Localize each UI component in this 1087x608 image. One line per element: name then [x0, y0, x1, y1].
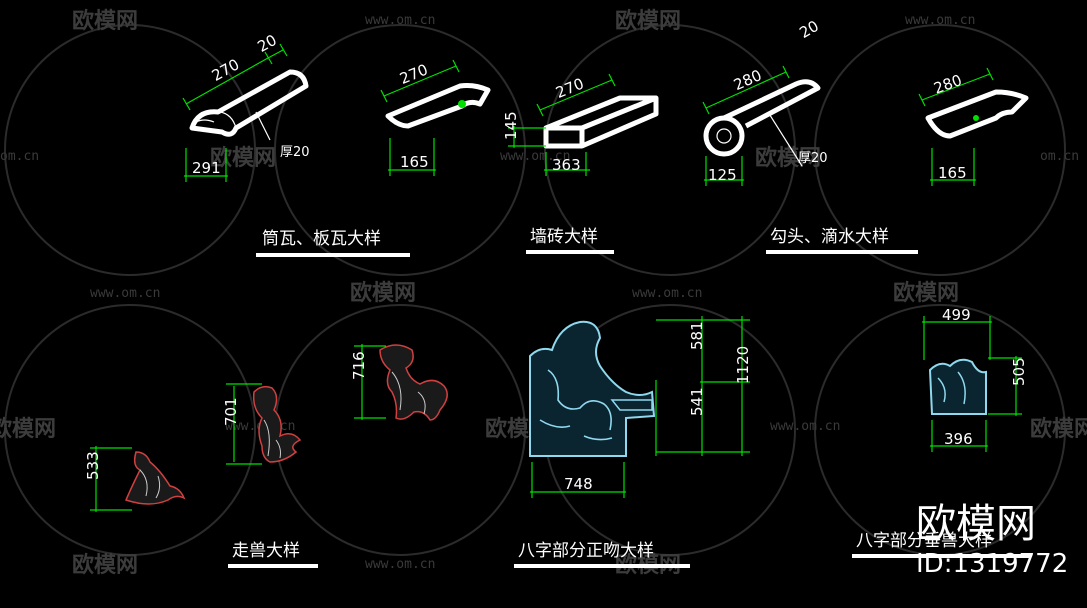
tile2-drawing: 270 165: [380, 59, 491, 176]
drip-width-label: 165: [938, 164, 967, 182]
eave-width-label: 125: [708, 166, 737, 184]
row2-captions: 走兽大样 八字部分正吻大样 八字部分垂兽大样: [228, 531, 1030, 568]
brand-logo-text: 欧模网: [916, 501, 1036, 547]
brick-width-label: 363: [552, 156, 581, 174]
eave-thickness-label: 20: [796, 17, 822, 42]
caption-ridge-front: 八字部分正吻大样: [518, 541, 654, 561]
ridge-front-width-label: 748: [564, 475, 593, 493]
tile1-length-label: 270: [209, 55, 243, 85]
ridge-side-top-width-label: 499: [942, 306, 971, 324]
watermark-brand: 欧模网: [615, 8, 681, 34]
brick-height-label: 145: [502, 111, 520, 140]
caption-eave: 勾头、滴水大样: [770, 227, 889, 247]
beast1-height-label: 533: [84, 451, 102, 480]
watermark-brand: 欧模网: [1030, 416, 1087, 442]
eave-length-label: 280: [731, 66, 764, 94]
ridge-side-drawing: 499 505 396: [922, 306, 1028, 452]
watermark-brand: 欧模网: [893, 280, 959, 306]
drip-length-label: 280: [931, 71, 964, 98]
watermark-site: www.om.cn: [90, 286, 160, 301]
ridge-front-drawing: 581 541 1120 748: [529, 316, 752, 498]
watermark-site: www.om.cn: [905, 13, 975, 28]
beast3-drawing: 716: [350, 344, 448, 421]
brick-length-label: 270: [553, 74, 586, 101]
watermark-site: www.om.cn: [770, 419, 840, 434]
watermark-circles: [4, 24, 1066, 556]
watermark-brand: 欧模网: [72, 552, 138, 578]
watermark-brand: 欧模网: [72, 8, 138, 34]
tile2-width-label: 165: [400, 153, 429, 171]
brand-id-text: ID:1319772: [916, 549, 1068, 579]
tile1-thickness-label: 20: [254, 31, 279, 56]
watermark-site: www.om.cn: [500, 149, 570, 164]
beast1-drawing: 533: [84, 446, 186, 512]
tile2-length-label: 270: [397, 60, 430, 87]
ridge-front-upper-height-label: 581: [688, 321, 706, 350]
watermark-brand: 欧模网: [350, 280, 416, 306]
brand-corner: 欧模网 ID:1319772: [916, 501, 1068, 579]
watermark-brand: 欧模网: [210, 145, 276, 171]
caption-brick: 墙砖大样: [530, 227, 598, 247]
watermark-brand: 欧模网: [755, 145, 821, 171]
ridge-front-total-height-label: 1120: [734, 346, 752, 384]
beast2-drawing: 701: [222, 383, 302, 465]
ridge-side-height-label: 505: [1010, 357, 1028, 386]
ridge-side-bottom-width-label: 396: [944, 430, 973, 448]
watermark-brand: 欧模网: [0, 416, 56, 442]
caption-ridge-side: 八字部分垂兽大样: [856, 531, 992, 551]
caption-beast: 走兽大样: [232, 541, 300, 561]
beast3-height-label: 716: [350, 351, 368, 380]
tile1-width-label: 291: [192, 159, 221, 177]
ridge-front-lower-height-label: 541: [688, 387, 706, 416]
watermark-site: www.om.cn: [365, 13, 435, 28]
watermark-site: www.om.cn: [365, 557, 435, 572]
beast2-height-label: 701: [222, 397, 240, 426]
tile1-depth-label: 厚20: [280, 145, 310, 160]
row1-captions: 筒瓦、板瓦大样 墙砖大样 勾头、滴水大样: [256, 227, 918, 257]
watermark-domain: om.cn: [1040, 149, 1079, 164]
eave-depth-label: 厚20: [798, 151, 828, 166]
watermark-site: www.om.cn: [632, 286, 702, 301]
watermark-domain: om.cn: [0, 149, 39, 164]
watermark-texts: 欧模网 www.om.cn 欧模网 www.om.cn om.cn 欧模网 ww…: [0, 8, 1087, 578]
caption-tiles: 筒瓦、板瓦大样: [262, 229, 381, 249]
drip-drawing: 280 165: [918, 67, 1029, 186]
